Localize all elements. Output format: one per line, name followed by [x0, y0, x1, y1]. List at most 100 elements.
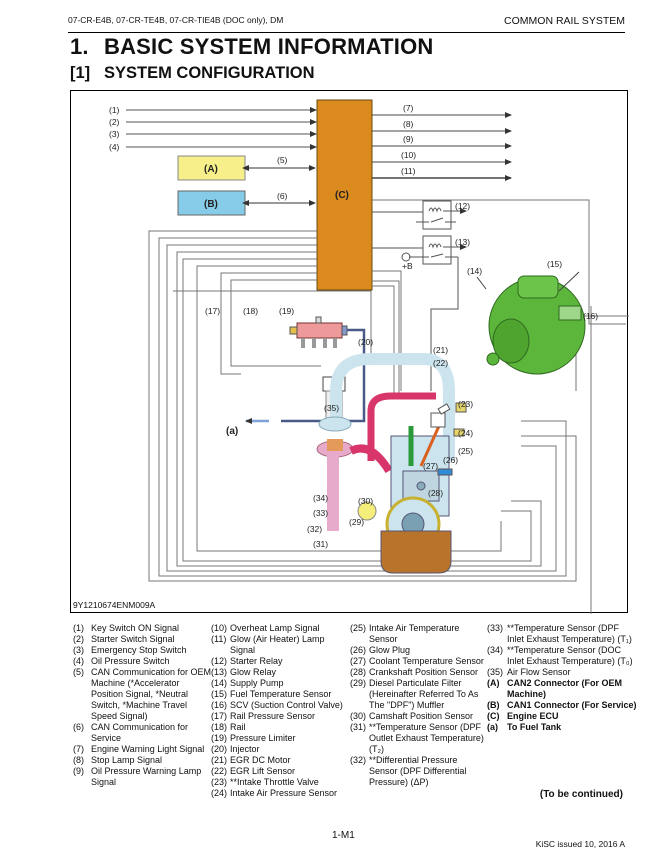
- label-2: (2): [109, 117, 120, 127]
- issue-note: KiSC issued 10, 2016 A: [535, 839, 625, 849]
- battery-icon: [401, 252, 411, 262]
- legend-text: **Temperature Sensor (DOC Inlet Exhaust …: [507, 645, 633, 666]
- label-18: (18): [243, 306, 258, 316]
- legend-item: (7) Engine Warning Light Signal: [73, 744, 213, 755]
- legend-text: Diesel Particulate Filter (Hereinafter R…: [369, 678, 479, 710]
- system-configuration-figure: (1) (2) (3) (4) (A) (B) (5) (6) (C) (7) …: [70, 90, 629, 614]
- legend-key: (28): [350, 667, 367, 677]
- legend-item: (13)Glow Relay: [211, 667, 351, 678]
- legend-key: (34): [487, 645, 504, 655]
- legend-item: (12)Starter Relay: [211, 656, 351, 667]
- legend-key: (19): [211, 733, 228, 743]
- label-34: (34): [313, 493, 328, 503]
- legend-key: (33): [487, 623, 504, 633]
- engine-ecu-block: [316, 99, 373, 291]
- legend-key: (15): [211, 689, 228, 699]
- subtitle-text: SYSTEM CONFIGURATION: [104, 64, 315, 82]
- legend-item: (22)EGR Lift Sensor: [211, 766, 351, 777]
- figure-code: 9Y1210674ENM009A: [73, 600, 156, 610]
- legend-key: (31): [350, 722, 367, 732]
- legend-item: (15)Fuel Temperature Sensor: [211, 689, 351, 700]
- label-24: (24): [458, 428, 473, 438]
- legend-text: Pressure Limiter: [230, 733, 296, 743]
- legend-text: Starter Relay: [230, 656, 283, 666]
- common-rail: [289, 316, 348, 348]
- header-divider: [68, 32, 625, 33]
- legend-text: Glow Plug: [369, 645, 411, 655]
- legend-item: (C)Engine ECU: [487, 711, 637, 722]
- label-14: (14): [467, 266, 482, 276]
- label-B: (B): [204, 199, 218, 210]
- legend-item: (25)Intake Air Temperature Sensor: [350, 623, 485, 645]
- subtitle-number: [1]: [70, 64, 91, 82]
- label-16: (16): [583, 311, 598, 321]
- legend-key: (35): [487, 667, 504, 677]
- legend-text: CAN1 Connector (For Service): [507, 700, 637, 710]
- legend-key: (8): [73, 755, 84, 765]
- legend-key: (12): [211, 656, 228, 666]
- label-10: (10): [401, 150, 416, 160]
- label-13: (13): [455, 237, 470, 247]
- legend-item: (8)Stop Lamp Signal: [73, 755, 213, 766]
- label-1: (1): [109, 105, 120, 115]
- label-19: (19): [279, 306, 294, 316]
- legend-item: (10)Overheat Lamp Signal: [211, 623, 351, 634]
- legend-key: (7): [73, 744, 84, 754]
- legend-text: **Temperature Sensor (DPF Inlet Exhaust …: [507, 623, 632, 644]
- legend-item: (34)**Temperature Sensor (DOC Inlet Exha…: [487, 645, 637, 667]
- legend-item: (31)**Temperature Sensor (DPF Outlet Exh…: [350, 722, 485, 755]
- legend-key: (5): [73, 667, 84, 677]
- legend-key: (13): [211, 667, 228, 677]
- legend-item: (9)Oil Pressure Warning Lamp Signal: [73, 766, 213, 788]
- fuel-return-line: [281, 328, 366, 423]
- legend-text: CAN2 Connector (For OEM Machine): [507, 678, 623, 699]
- legend-item: (16)SCV (Suction Control Valve): [211, 700, 351, 711]
- legend-text: Oil Pressure Switch: [91, 656, 170, 666]
- legend-key: (1): [73, 623, 84, 633]
- legend-item: (6)CAN Communication for Service: [73, 722, 213, 744]
- label-33: (33): [313, 508, 328, 518]
- legend-text: EGR DC Motor: [230, 755, 291, 765]
- legend-item: (21)EGR DC Motor: [211, 755, 351, 766]
- label-26: (26): [443, 455, 458, 465]
- legend-text: **Differential Pressure Sensor (DPF Diff…: [369, 755, 467, 787]
- legend-text: Air Flow Sensor: [507, 667, 571, 677]
- can2-connector-box: [177, 155, 246, 181]
- legend-item: (35)Air Flow Sensor: [487, 667, 637, 678]
- label-23: (23): [458, 399, 473, 409]
- label-6: (6): [277, 191, 288, 201]
- glow-relay: [372, 235, 467, 391]
- leader-14: [476, 276, 487, 290]
- legend-key: (30): [350, 711, 367, 721]
- label-20: (20): [358, 337, 373, 347]
- legend-text: Intake Air Pressure Sensor: [230, 788, 338, 798]
- legend-item: (30)Camshaft Position Sensor: [350, 711, 485, 722]
- legend-text: Engine ECU: [507, 711, 559, 721]
- title-number: 1.: [70, 34, 89, 59]
- legend-item: (14)Supply Pump: [211, 678, 351, 689]
- legend-item: (1)Key Switch ON Signal: [73, 623, 213, 634]
- legend-text: SCV (Suction Control Valve): [230, 700, 343, 710]
- legend-text: Supply Pump: [230, 678, 284, 688]
- legend-item: (27)Coolant Temperature Sensor: [350, 656, 485, 667]
- legend-key: (24): [211, 788, 228, 798]
- legend-text: Engine Warning Light Signal: [91, 744, 205, 754]
- label-3: (3): [109, 129, 120, 139]
- legend-text: **Temperature Sensor (DPF Outlet Exhaust…: [369, 722, 484, 754]
- label-32: (32): [307, 524, 322, 534]
- label-30: (30): [358, 496, 373, 506]
- legend-item: (B)CAN1 Connector (For Service): [487, 700, 637, 711]
- legend-item: (19)Pressure Limiter: [211, 733, 351, 744]
- legend-key: (A): [487, 678, 500, 688]
- label-C: (C): [335, 190, 349, 201]
- legend-item: (20)Injector: [211, 744, 351, 755]
- legend-key: (26): [350, 645, 367, 655]
- legend-key: (4): [73, 656, 84, 666]
- page-title: 1.BASIC SYSTEM INFORMATION: [70, 34, 434, 60]
- legend-text: Overheat Lamp Signal: [230, 623, 320, 633]
- label-17: (17): [205, 306, 220, 316]
- battery-label: +B: [402, 261, 413, 271]
- legend-key: (20): [211, 744, 228, 754]
- legend-text: Camshaft Position Sensor: [369, 711, 474, 721]
- legend-item: (32)**Differential Pressure Sensor (DPF …: [350, 755, 485, 788]
